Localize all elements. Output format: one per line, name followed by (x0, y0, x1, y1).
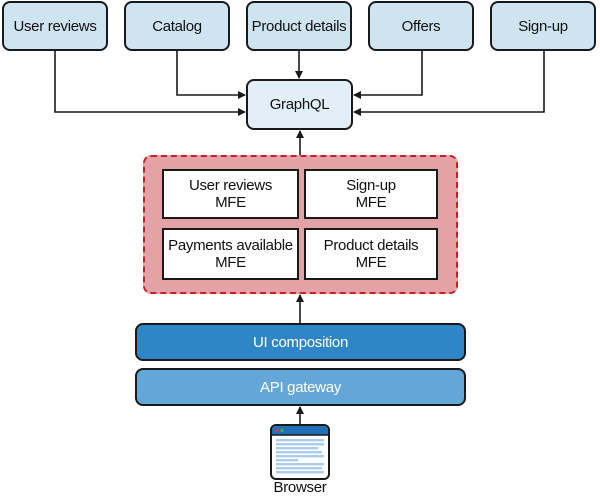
service-user-reviews: User reviews (2, 1, 108, 51)
mfe-name: Product details (323, 237, 419, 254)
arrow-offers-to-graphql (353, 51, 423, 99)
browser-window-icon (270, 424, 330, 480)
arrow-catalog-to-graphql (176, 51, 246, 99)
mfe-suffix: MFE (215, 194, 246, 211)
service-product-details: Product details (246, 1, 352, 51)
mfe-suffix: MFE (215, 254, 246, 271)
service-catalog: Catalog (124, 1, 230, 51)
api-gateway-layer: API gateway (135, 368, 466, 406)
mfe-payments-available: Payments available MFE (162, 228, 299, 280)
arrow-signup-to-graphql (353, 51, 545, 116)
service-label: Product details (251, 17, 347, 35)
graphql-label: GraphQL (269, 96, 330, 113)
ui-composition-layer: UI composition (135, 323, 466, 361)
browser-label: Browser (273, 479, 327, 496)
mfe-user-reviews: User reviews MFE (162, 169, 299, 219)
api-gateway-label: API gateway (260, 378, 341, 396)
service-offers: Offers (368, 1, 474, 51)
mfe-name: Payments available (168, 237, 293, 254)
mfe-name: Sign-up (346, 177, 396, 194)
graphql-node: GraphQL (246, 79, 353, 130)
service-label: User reviews (13, 17, 97, 35)
service-label: Sign-up (518, 17, 568, 35)
ui-composition-label: UI composition (252, 333, 348, 351)
mfe-suffix: MFE (355, 194, 387, 211)
mfe-suffix: MFE (355, 254, 387, 271)
arrow-user-reviews-to-graphql (54, 51, 246, 116)
mfe-product-details: Product details MFE (304, 228, 438, 280)
service-sign-up: Sign-up (490, 1, 596, 51)
mfe-name: User reviews (188, 177, 273, 194)
service-label: Offers (401, 17, 441, 35)
service-label: Catalog (152, 17, 202, 35)
mfe-sign-up: Sign-up MFE (304, 169, 438, 219)
